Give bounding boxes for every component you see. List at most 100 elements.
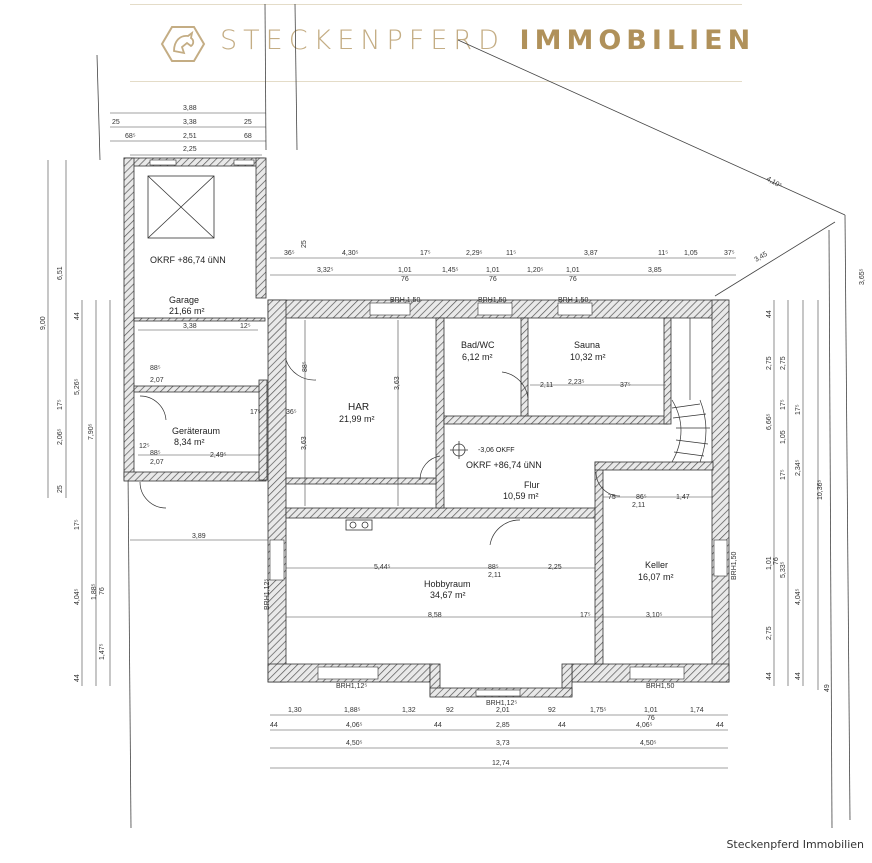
dim-label: 1,01 <box>486 267 500 274</box>
dim-label: 3,10⁵ <box>646 612 663 619</box>
dim-label: 1,88⁵ <box>91 583 98 600</box>
dim-label: 17⁵ <box>57 399 64 410</box>
okff-label: -3,06 OKFF <box>478 447 515 454</box>
dim-label: 44 <box>270 722 278 729</box>
dim-label: 2,25 <box>548 564 562 571</box>
dim-label: 1,20⁵ <box>527 267 544 274</box>
dims-top-row2: 3,32⁵ 1,01 1,45⁵ 1,01 1,20⁵ 1,01 3,85 76… <box>317 267 662 283</box>
bad-area: 6,12 m² <box>462 352 493 362</box>
dim-label: 68 <box>244 133 252 140</box>
window-label: BRH1,50 <box>646 683 675 690</box>
dim-label: 2,06⁵ <box>57 428 64 445</box>
window-openings <box>149 159 728 697</box>
dim-label: 44 <box>74 674 81 682</box>
dim-label: 76 <box>647 715 655 722</box>
geraeteraum-name: Geräteraum <box>172 426 220 436</box>
dims-top-left: 3,88 25 3,38 25 68⁵ 2,51 68 2,25 <box>112 105 252 153</box>
flur-area: 10,59 m² <box>503 491 539 501</box>
dim-label: 3,38 <box>183 119 197 126</box>
keller-area: 16,07 m² <box>638 572 674 582</box>
dim-label: 17⁵ <box>74 519 81 530</box>
dim-label: 3,88 <box>183 105 197 112</box>
dim-label: 3,63 <box>394 376 401 390</box>
dim-label: 44 <box>74 312 81 320</box>
dim-label: 2,34⁵ <box>795 459 802 476</box>
dim-label: 1,88⁵ <box>344 707 361 714</box>
garage-skylight <box>147 175 215 239</box>
dim-label: 88⁵ <box>488 564 499 571</box>
hobby-area: 34,67 m² <box>430 590 466 600</box>
dim-label: 44 <box>766 310 773 318</box>
dim-label: 4,50⁵ <box>346 740 363 747</box>
dim-label: 2,11 <box>488 572 501 579</box>
dim-label: 2,75 <box>780 356 787 370</box>
dim-label: 75 <box>608 494 616 501</box>
hobby-name: Hobbyraum <box>424 579 471 589</box>
dim-label: 4,04⁵ <box>74 588 81 605</box>
dim-label: 44 <box>766 672 773 680</box>
dim-label: 4,10⁵ <box>765 176 783 190</box>
dim-label: 2,85 <box>496 722 510 729</box>
dim-label: 88⁵ <box>150 450 161 457</box>
dim-label: 12⁵ <box>240 323 251 330</box>
dim-label: 4,30⁵ <box>342 250 359 257</box>
dims-top-row1: 36⁵ 4,30⁵ 17⁵ 2,29⁵ 11⁵ 3,87 11⁵ 1,05 37… <box>284 250 735 257</box>
window-label: BRH 1,50 <box>390 297 420 304</box>
dim-label: 44 <box>795 672 802 680</box>
dim-label: 1,01 <box>566 267 580 274</box>
dims-left: 9,00 6,51 44 5,26⁵ 7,90⁵ 2,06⁵ 17⁵ 25 17… <box>40 266 106 682</box>
dim-label: 2,25 <box>183 146 197 153</box>
brand-name-light: STECKENPFERD <box>220 25 505 56</box>
dim-label: 2,11 <box>540 382 553 389</box>
dim-label: 88⁵ <box>150 365 161 372</box>
dim-label: 10,36⁵ <box>817 479 824 500</box>
window-label: BRH1,12⁵ <box>264 579 271 610</box>
dim-label: 3,89 <box>192 533 206 540</box>
dim-label: 3,85 <box>648 267 662 274</box>
dim-label: 1,47⁵ <box>99 643 106 660</box>
window-label: BRH1,12⁵ <box>336 683 367 690</box>
dim-label: 25 <box>57 485 64 493</box>
brand-name: STECKENPFERD IMMOBILIEN <box>220 25 755 56</box>
dim-label: 11⁵ <box>658 250 668 257</box>
dim-label: 4,04⁵ <box>795 588 802 605</box>
brand-header: STECKENPFERD IMMOBILIEN <box>130 4 750 82</box>
dim-label: 44 <box>716 722 724 729</box>
footer-credit: Steckenpferd Immobilien <box>726 838 864 851</box>
dim-label: 17⁵ <box>795 404 802 415</box>
dim-label: 9,00 <box>40 316 47 330</box>
dim-label: 4,06⁵ <box>346 722 363 729</box>
floor-drain-icon <box>450 441 468 459</box>
dim-label: 49 <box>824 684 831 692</box>
dim-label: 3,32⁵ <box>317 267 334 274</box>
dim-label: 76 <box>401 276 409 283</box>
dim-label: 17⁵ <box>780 469 787 480</box>
dim-label: 88⁵ <box>302 361 309 372</box>
dim-label: 1,74 <box>690 707 704 714</box>
dim-label: 2,51 <box>183 133 197 140</box>
dim-label: 1,75⁵ <box>590 707 607 714</box>
dim-label: 4,06⁵ <box>636 722 653 729</box>
dim-label: 68⁵ <box>125 133 136 140</box>
dim-label: 1,01 <box>766 556 773 570</box>
dim-label: 8,58 <box>428 612 442 619</box>
dim-label: 76 <box>489 276 497 283</box>
dim-label: 25 <box>244 119 252 126</box>
dim-label: 17⁵ <box>420 250 431 257</box>
dims-right: 44 2,75 2,75 17⁵ 6,66⁵ 1,05 17⁵ 2,34⁵ 10… <box>766 310 831 692</box>
dim-label: 44 <box>558 722 566 729</box>
dim-label: 86⁵ <box>636 494 647 501</box>
dim-label: 3,63 <box>301 436 308 450</box>
dim-label: 1,05 <box>780 430 787 444</box>
dim-label: 25 <box>301 240 308 248</box>
dim-label: 3,38 <box>183 323 197 330</box>
room-labels: OKRF +86,74 üNN Garage 21,66 m² Gerätera… <box>150 255 674 600</box>
dim-label: 1,32 <box>402 707 416 714</box>
staircase <box>671 318 710 463</box>
dims-bottom: 1,30 1,88⁵ 1,32 92 2,01 92 1,75⁵ 1,01 1,… <box>270 707 724 767</box>
dim-label: 4,50⁵ <box>640 740 657 747</box>
dim-label: 1,30 <box>288 707 302 714</box>
brand-name-bold: IMMOBILIEN <box>519 25 756 56</box>
dim-label: 2,23⁵ <box>568 379 585 386</box>
